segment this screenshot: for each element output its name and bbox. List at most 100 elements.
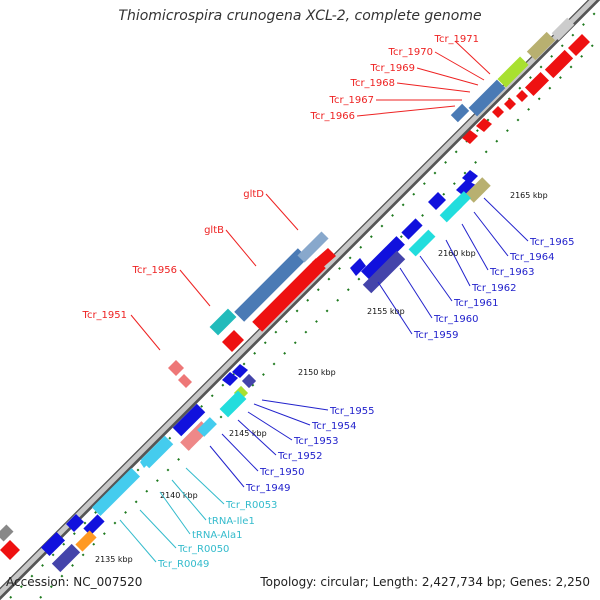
cds-block[interactable] [468, 79, 506, 117]
cds-block[interactable] [465, 177, 491, 203]
gene-label: Tcr_1963 [489, 267, 534, 278]
accession-label: Accession: NC_007520 [6, 575, 143, 589]
cds-arrow[interactable] [428, 192, 446, 210]
cds-block[interactable] [83, 514, 105, 536]
cds-arrow[interactable] [476, 118, 492, 132]
gene-label: Tcr_1950 [259, 467, 304, 478]
gene-label: Tcr_1955 [329, 406, 374, 417]
leader-line [445, 239, 471, 287]
leader-line [159, 491, 191, 535]
leader-line [130, 314, 161, 351]
cds-block[interactable] [197, 417, 217, 437]
leader-line [179, 269, 211, 307]
scale-label: 2165 kbp [510, 191, 548, 200]
gene-label: Tcr_1970 [388, 47, 433, 58]
reverse-labels: Tcr_1965 Tcr_1964 Tcr_1963 Tcr_1962 Tcr_… [245, 237, 574, 494]
cds-block[interactable] [40, 531, 66, 557]
cds-arrow[interactable] [222, 330, 244, 352]
leader-line [225, 229, 257, 267]
cds-block[interactable] [75, 530, 97, 552]
leader-line [237, 419, 277, 456]
cds-block[interactable] [51, 543, 81, 573]
cds-arrow[interactable] [462, 170, 478, 184]
cds-arrow[interactable] [66, 514, 84, 532]
gene-label: Tcr_1962 [471, 283, 516, 294]
gene-label: Tcr_1959 [413, 330, 458, 341]
cds-arrow[interactable] [568, 34, 590, 56]
gene-label: Tcr_1966 [310, 111, 355, 122]
cds-block[interactable] [361, 236, 405, 280]
cds-block[interactable] [401, 218, 423, 240]
cds-block[interactable] [91, 467, 141, 517]
leader-line [483, 197, 529, 242]
scale-label: 2140 kbp [160, 491, 198, 500]
cds-block[interactable] [544, 49, 574, 79]
cds-block[interactable] [241, 373, 257, 389]
cds-block[interactable] [408, 229, 436, 257]
gene-label: Tcr_R0053 [225, 500, 277, 511]
gene-label: gltB [204, 225, 224, 236]
scale-label: 2160 kbp [438, 249, 476, 258]
cds-arrow[interactable] [516, 90, 528, 102]
gene-label: Tcr_1961 [453, 298, 498, 309]
cds-block[interactable] [0, 524, 14, 542]
cds-arrow[interactable] [222, 372, 238, 386]
leader-line [265, 193, 299, 231]
leader-line [454, 40, 491, 75]
gene-label: Tcr_1964 [509, 252, 554, 263]
forward-leaders [130, 40, 491, 351]
forward-labels: Tcr_1971 Tcr_1970 Tcr_1969 Tcr_1968 Tcr_… [82, 34, 479, 321]
rna-leaders [119, 467, 225, 563]
cds-arrow[interactable] [0, 540, 20, 560]
cds-block[interactable] [234, 248, 308, 322]
reverse-leaders [209, 197, 529, 488]
leader-line [356, 105, 456, 117]
leader-line [209, 445, 245, 488]
cds-block[interactable] [451, 191, 471, 211]
leader-line [396, 82, 471, 93]
cds-arrow[interactable] [350, 258, 366, 276]
leader-line [419, 255, 453, 302]
cds-block[interactable] [524, 71, 550, 97]
cds-arrow[interactable] [178, 374, 192, 388]
leader-line [399, 267, 433, 319]
scale-label: 2155 kbp [367, 307, 405, 316]
scale-label: 2135 kbp [95, 555, 133, 564]
cds-block[interactable] [219, 390, 247, 418]
cds-block[interactable] [172, 403, 206, 437]
cds-arrow[interactable] [492, 106, 504, 118]
cds-block[interactable] [209, 308, 237, 336]
cds-block[interactable] [252, 258, 326, 332]
cds-block[interactable] [551, 17, 575, 41]
scale-labels: 2135 kbp 2140 kbp 2145 kbp 2150 kbp 2155… [95, 191, 548, 564]
cds-block[interactable] [526, 31, 556, 61]
cds-arrow[interactable] [504, 98, 516, 110]
gene-label: Tcr_1956 [132, 265, 177, 276]
reverse-strand-features [40, 170, 491, 573]
leader-line [253, 403, 311, 426]
gene-label: Tcr_1969 [370, 63, 415, 74]
cds-arrow[interactable] [140, 454, 152, 468]
gene-label: Tcr_1951 [82, 310, 127, 321]
leader-line [119, 519, 157, 563]
cds-arrow[interactable] [168, 360, 184, 376]
cds-block[interactable] [297, 231, 329, 263]
leader-line [377, 281, 413, 335]
cds-block[interactable] [450, 103, 470, 123]
cds-arrow[interactable] [462, 130, 478, 144]
gene-label: Tcr_1971 [434, 34, 479, 45]
gene-label: Tcr_1968 [350, 78, 395, 89]
cds-arrow[interactable] [312, 248, 336, 270]
leader-line [461, 223, 489, 271]
gene-label: tRNA-Ile1 [208, 516, 255, 527]
gene-label: Tcr_1965 [529, 237, 574, 248]
scale-label: 2150 kbp [298, 368, 336, 377]
leader-line [185, 467, 225, 505]
cds-arrow[interactable] [232, 364, 248, 378]
map-title: Thiomicrospira crunogena XCL-2, complete… [118, 8, 482, 24]
cds-block[interactable] [362, 250, 406, 294]
gene-label: Tcr_1952 [277, 451, 322, 462]
cds-block[interactable] [497, 56, 529, 88]
